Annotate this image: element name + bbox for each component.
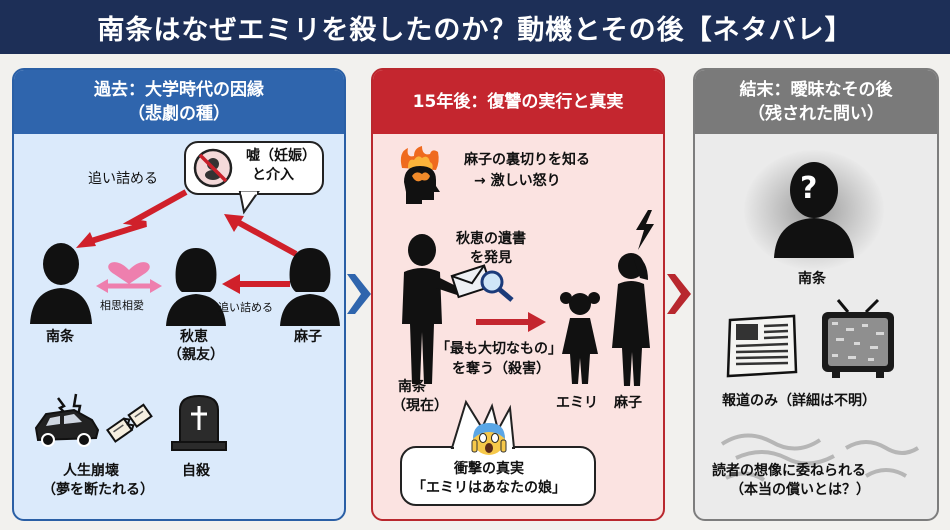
collapse-sub-label: （夢を断たれる） xyxy=(42,482,154,498)
revenge-arrow xyxy=(476,312,546,332)
panel-ending-header: 結末：曖昧なその後 （残された問い） xyxy=(695,70,937,134)
crashed-car-icon xyxy=(34,393,100,447)
panel-past-header: 過去：大学時代の因縁 （悲劇の種） xyxy=(14,70,344,134)
nanjo-mystery-silhouette xyxy=(774,162,854,258)
betrayal-label: 麻子の裏切りを知る xyxy=(464,152,590,168)
love-arrow xyxy=(96,262,162,293)
tv-static-icon xyxy=(822,298,894,378)
asako-standing-silhouette xyxy=(612,253,650,386)
panel-ending: 結末：曖昧なその後 （残された問い） xyxy=(693,68,939,521)
akie-label: 秋恵 xyxy=(180,329,208,345)
asako-label-now: 麻子 xyxy=(614,395,642,411)
nanjo-label: 南条 xyxy=(46,329,74,345)
asako-label-past: 麻子 xyxy=(294,329,322,345)
akie-silhouette xyxy=(166,248,226,326)
reader-label: 読者の想像に委ねられる xyxy=(712,463,866,479)
shock-label: 衝撃の真実 xyxy=(454,461,524,477)
shock-quote-label: 「エミリはあなたの娘」 xyxy=(412,480,566,496)
steal-label: 「最も大切なもの」 xyxy=(436,341,562,357)
suicide-label: 自殺 xyxy=(182,463,210,479)
panel-ending-title: 結末：曖昧なその後 xyxy=(739,80,893,100)
no-baby-icon xyxy=(193,148,233,188)
nanjo-silhouette xyxy=(30,243,92,324)
lightning-icon xyxy=(636,210,654,250)
lie-label-2: と介入 xyxy=(252,167,294,183)
flow-chevron-2 xyxy=(667,274,691,314)
corner-arrow-to-nanjo xyxy=(76,189,188,248)
question-mark-icon: ? xyxy=(800,171,818,206)
asako-to-akie-arrow xyxy=(222,274,290,294)
title-bar: 南条はなぜエミリを殺したのか？動機とその後【ネタバレ】 xyxy=(0,0,950,54)
panel-past-subtitle: （悲劇の種） xyxy=(128,104,230,124)
flow-chevron-1 xyxy=(347,274,371,314)
corner-label-top: 追い詰める xyxy=(88,171,158,187)
collapse-label: 人生崩壊 xyxy=(63,463,119,479)
nanjo-now-sub-label: （現在） xyxy=(392,398,448,414)
corner-label-mid: 追い詰める xyxy=(218,301,273,314)
reader-sub-label: （本当の償いとは？） xyxy=(730,482,870,498)
panel-past-title: 過去：大学時代の因縁 xyxy=(94,80,264,100)
panel-revenge-header: 15年後：復讐の実行と真実 xyxy=(373,70,663,134)
akie-sub-label: （親友） xyxy=(168,347,224,363)
newspaper-icon xyxy=(726,314,798,378)
lie-label-1: 嘘（妊娠） xyxy=(246,148,316,164)
gravestone-icon xyxy=(171,394,227,451)
smoke-icon xyxy=(720,433,920,482)
fire-head-icon xyxy=(400,146,440,204)
magnifier-icon xyxy=(480,270,514,302)
emiri-silhouette xyxy=(560,292,600,384)
asako-silhouette-past xyxy=(280,248,340,326)
scream-emoji-icon xyxy=(471,423,507,455)
page-title: 南条はなぜエミリを殺したのか？動機とその後【ネタバレ】 xyxy=(97,14,853,46)
nanjo-ending-label: 南条 xyxy=(798,271,826,287)
report-label: 報道のみ（詳細は不明） xyxy=(722,393,876,409)
panel-ending-subtitle: （残された問い） xyxy=(748,104,884,124)
betrayal-sub-label: → 激しい怒り xyxy=(474,173,561,189)
heart-label: 相思相愛 xyxy=(100,299,144,312)
emiri-label: エミリ xyxy=(556,395,598,411)
torn-diploma-icon xyxy=(105,403,153,443)
asako-to-lie-arrow xyxy=(224,214,298,257)
nanjo-now-label: 南条 xyxy=(398,379,426,395)
will-sub-label: を発見 xyxy=(470,250,512,266)
panel-revenge-title: 15年後：復讐の実行と真実 xyxy=(412,92,624,112)
steal-sub-label: を奪う（殺害） xyxy=(452,361,550,377)
will-label: 秋恵の遺書 xyxy=(456,231,526,247)
lie-bubble-tail xyxy=(238,191,260,215)
